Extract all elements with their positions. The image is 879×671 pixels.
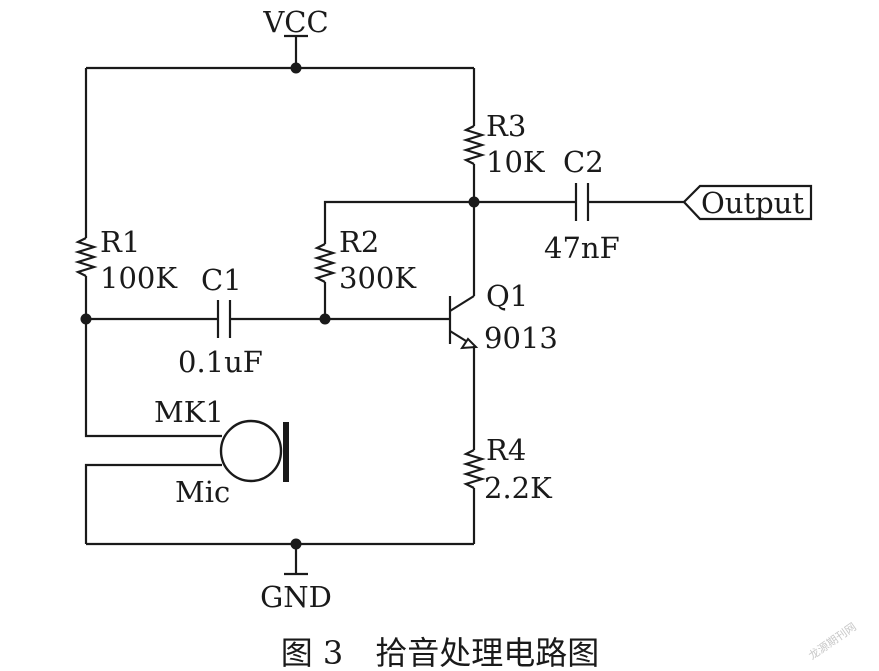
gnd-label: GND: [260, 580, 332, 614]
c2-ref-label: C2: [563, 145, 604, 179]
r4-resistor: [462, 346, 486, 544]
c2-value-label: 47nF: [544, 231, 620, 265]
watermark-text: 龙源期刊网: [806, 619, 859, 662]
mk1-ref-label: MK1: [154, 395, 224, 429]
r1-ref-label: R1: [100, 225, 140, 259]
mk1-microphone: [84, 419, 289, 544]
mk1-value-label: Mic: [175, 475, 230, 509]
r1-value-label: 100K: [100, 261, 178, 295]
c1-ref-label: C1: [201, 263, 242, 297]
q1-ref-label: Q1: [486, 279, 528, 313]
r2-value-label: 300K: [339, 261, 417, 295]
r3-resistor: [462, 68, 486, 296]
output-label: Output: [701, 186, 804, 220]
r3-value-label: 10K: [486, 145, 546, 179]
c2-capacitor: [474, 183, 684, 221]
r2-ref-label: R2: [339, 225, 379, 259]
r2-resistor: [313, 200, 474, 319]
c1-value-label: 0.1uF: [178, 345, 263, 379]
q1-value-label: 9013: [484, 321, 558, 355]
vcc-rail: [86, 34, 474, 74]
gnd-rail: [86, 538, 474, 576]
figure-caption: 图 3 拾音处理电路图: [281, 634, 600, 671]
r1-resistor: [74, 68, 222, 438]
r4-ref-label: R4: [486, 433, 526, 467]
r3-ref-label: R3: [486, 109, 526, 143]
output-port: [682, 184, 813, 221]
vcc-label: VCC: [262, 5, 328, 39]
q1-transistor: [448, 295, 479, 350]
r4-value-label: 2.2K: [484, 471, 553, 505]
c1-capacitor: [80, 300, 450, 338]
